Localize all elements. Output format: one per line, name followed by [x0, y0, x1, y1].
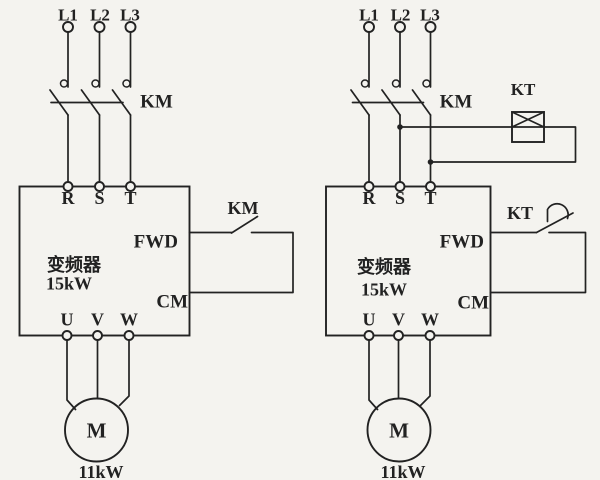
time-delay-arc: [546, 202, 569, 223]
phase-terminal-L2: [93, 21, 106, 33]
output-terminal-U: [61, 330, 73, 341]
terminal-label-r: R: [62, 188, 76, 208]
motor-wires: [66, 339, 130, 411]
input-terminal-S: [394, 181, 406, 192]
inverter-power: 15kW: [46, 274, 92, 294]
input-terminal-S: [94, 181, 105, 192]
junction-dot-t: [427, 159, 434, 165]
phase-label-l1: L1: [359, 6, 379, 25]
output-terminal-W: [123, 330, 135, 341]
motor-label: M: [87, 419, 107, 443]
motor: M 11kW: [366, 397, 432, 480]
inverter-name: 变频器: [47, 254, 102, 275]
motor: M 11kW: [64, 397, 129, 480]
input-terminal-T: [425, 181, 436, 192]
output-terminal-U: [363, 330, 375, 341]
phase-label-l3: L3: [420, 6, 440, 25]
contactor-fixed-contact: [391, 79, 401, 88]
terminal-label-s: S: [395, 188, 405, 208]
phase-terminal-L1: [363, 21, 375, 33]
coil-return-wire: [429, 126, 577, 163]
phase-wires: [67, 31, 132, 183]
control-contact-label: KM: [228, 198, 259, 218]
motor-circle: [366, 397, 432, 463]
terminal-label-w: W: [421, 310, 439, 330]
contactor-fixed-contact: [91, 79, 100, 88]
phase-label-l2: L2: [391, 6, 411, 25]
inverter-box: [325, 185, 492, 337]
inverter-power: 15kW: [361, 280, 407, 300]
terminal-label-s: S: [94, 188, 104, 208]
cm-return-wire: [489, 231, 587, 294]
output-terminal-V: [92, 330, 103, 341]
phase-label-l3: L3: [120, 6, 140, 25]
control-contact-blade: [230, 215, 259, 234]
cm-terminal-label: CM: [457, 293, 489, 314]
input-terminal-R: [62, 181, 74, 192]
fwd-terminal-label: FWD: [440, 232, 484, 253]
contactor-fixed-contact: [122, 79, 131, 88]
cm-terminal-label: CM: [156, 292, 188, 313]
terminal-label-t: T: [424, 188, 436, 208]
input-terminal-R: [363, 181, 375, 192]
junction-dot-s: [397, 124, 403, 130]
terminal-label-w: W: [120, 310, 138, 330]
input-terminal-T: [125, 181, 136, 192]
control-loop-km: KM: [188, 198, 294, 294]
terminal-label-v: V: [392, 310, 405, 330]
phase-wires: [368, 31, 432, 183]
control-contact-label: KT: [507, 203, 533, 223]
contactor-fixed-contact: [422, 79, 431, 88]
phase-label-l2: L2: [90, 6, 110, 25]
control-loop-kt: KT: [489, 202, 587, 294]
timer-coil-label: KT: [511, 80, 536, 99]
control-contact-blade: [535, 212, 574, 234]
phase-terminal-L3: [124, 21, 137, 33]
contactor-label: KM: [440, 92, 473, 113]
fwd-terminal-label: FWD: [134, 232, 178, 253]
terminal-label-v: V: [91, 310, 104, 330]
left-circuit: L1 L2 L3 KM R S T 变频器 15kW FWD CM KM U V…: [18, 6, 294, 480]
phase-terminal-L3: [424, 21, 437, 33]
phase-terminal-L2: [394, 21, 406, 33]
output-terminal-V: [393, 330, 404, 341]
cm-return-wire: [188, 231, 294, 294]
motor-circle: [64, 397, 129, 463]
terminal-label-u: U: [61, 310, 74, 330]
inverter-name: 变频器: [357, 256, 412, 277]
contactor-fixed-contact: [360, 79, 370, 88]
timer-coil-cross: [511, 111, 545, 128]
motor-label: M: [389, 419, 409, 443]
phase-terminal-L1: [62, 21, 74, 33]
terminal-label-r: R: [363, 188, 377, 208]
output-terminal-W: [424, 330, 436, 341]
contactor-label: KM: [140, 92, 173, 113]
phase-label-l1: L1: [58, 6, 78, 25]
contactor-fixed-contact: [59, 79, 69, 88]
motor-wires: [368, 339, 431, 411]
terminal-label-t: T: [124, 188, 136, 208]
timer-coil-branch: KT: [397, 80, 577, 165]
inverter-box: [18, 185, 191, 337]
motor-power: 11kW: [380, 462, 425, 480]
motor-power: 11kW: [78, 462, 123, 480]
terminal-label-u: U: [363, 310, 376, 330]
right-circuit: L1 L2 L3 KM KT R S T 变频器 15kW FWD CM: [325, 6, 587, 480]
